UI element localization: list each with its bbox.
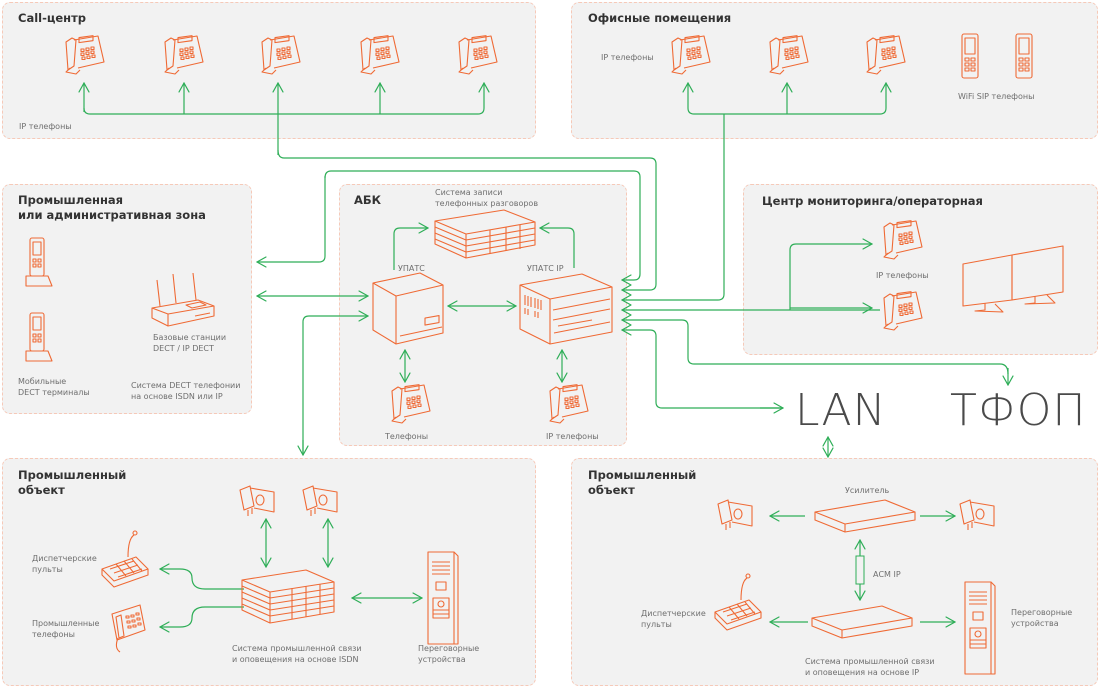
- label-dispatch-ip: Диспетчерские пульты: [641, 609, 706, 629]
- amplifier-icon: [814, 499, 916, 533]
- zone-title-industrial-ip: Промышленный объект: [588, 468, 697, 497]
- links-backbone: [257, 114, 1008, 457]
- links-offices: [688, 83, 886, 115]
- label-recording-system: Система записи телефонных разговоров: [435, 188, 539, 208]
- label-industrial-phones: Промышленные телефоны: [32, 619, 100, 639]
- industrial-phone-icon: [111, 604, 146, 653]
- zone-title-industrial-isdn: Промышленный объект: [18, 468, 127, 497]
- zone-industrial-admin: [2, 184, 252, 414]
- dect-terminal-icon: [25, 237, 53, 287]
- label-upats-ip: УПАТС IP: [527, 264, 564, 273]
- label-dispatch-isdn: Диспетчерские пульты: [32, 554, 97, 574]
- dispatch-console-icon: [101, 530, 149, 588]
- call-center-ip-phone-icon: [65, 35, 105, 75]
- label-call-center-phones: IP телефоны: [19, 122, 72, 131]
- links-abk: [257, 228, 575, 455]
- office-ip-phone-icon: [671, 35, 711, 75]
- loudspeaker-icon: [717, 499, 753, 531]
- zone-title-abk: АБК: [354, 193, 382, 207]
- label-intercom-isdn: Переговорные устройства: [418, 644, 480, 664]
- upats-ip-icon: [519, 273, 613, 345]
- loudspeaker-icon: [959, 499, 995, 531]
- dual-monitor-icon: [962, 245, 1064, 313]
- zone-call-center: [2, 2, 536, 139]
- label-monitoring-phones: IP телефоны: [876, 271, 929, 280]
- isdn-paging-system-icon: [241, 569, 335, 624]
- zone-offices: [571, 2, 1098, 139]
- links-industrial-ip: [770, 516, 955, 622]
- call-center-ip-phone-icon: [458, 35, 498, 75]
- zone-title-industrial-admin: Промышленная или административная зона: [18, 193, 206, 222]
- label-amplifier: Усилитель: [845, 486, 890, 495]
- intercom-device-icon: [427, 551, 459, 645]
- label-intercom-ip: Переговорные устройства: [1011, 608, 1073, 628]
- dispatch-console-icon: [714, 573, 762, 631]
- intercom-device-icon: [964, 581, 996, 675]
- label-acm-ip: АСМ IP: [873, 570, 901, 579]
- call-center-ip-phone-icon: [164, 35, 204, 75]
- wifi-sip-phone-icon: [1015, 33, 1033, 79]
- loudspeaker-icon: [302, 485, 338, 517]
- call-center-ip-phone-icon: [261, 35, 301, 75]
- zone-title-monitoring: Центр мониторинга/операторная: [762, 194, 983, 208]
- zone-industrial-isdn: [2, 458, 536, 686]
- loudspeaker-icon: [239, 485, 275, 517]
- ip-paging-system-icon: [811, 605, 913, 639]
- dect-base-station-icon: [151, 272, 215, 327]
- abk-ip-phone-icon: [549, 384, 589, 424]
- abk-phone-icon: [391, 384, 431, 424]
- label-base-stations: Базовые станции DECT / IP DECT: [153, 333, 227, 353]
- zone-industrial-ip: [571, 458, 1098, 686]
- upats-icon: [372, 272, 444, 345]
- zone-monitoring: [743, 184, 1098, 355]
- links-industrial-isdn: [160, 519, 422, 627]
- label-mobile-terminals: Мобильные DECT терминалы: [18, 377, 90, 397]
- label-abk-ip-phones: IP телефоны: [546, 432, 599, 441]
- label-wifi-phones: WiFi SIP телефоны: [958, 92, 1035, 101]
- acm-ip-module-icon: [855, 555, 865, 585]
- pstn-label: ТФОП: [950, 385, 1087, 436]
- recording-system-icon: [434, 209, 536, 259]
- links-call-center: [84, 83, 484, 155]
- call-center-ip-phone-icon: [360, 35, 400, 75]
- monitoring-ip-phone-icon: [883, 291, 923, 331]
- label-abk-phones: Телефоны: [385, 432, 429, 441]
- zone-title-offices: Офисные помещения: [588, 11, 732, 25]
- label-ip-system: Система промышленной связи и оповещения …: [805, 657, 935, 677]
- monitoring-ip-phone-icon: [883, 220, 923, 260]
- label-upats: УПАТС: [398, 264, 425, 273]
- label-office-phones: IP телефоны: [601, 53, 654, 62]
- zone-title-call-center: Call-центр: [18, 11, 87, 25]
- lan-label: LAN: [795, 385, 887, 436]
- wifi-sip-phone-icon: [961, 33, 979, 79]
- label-isdn-system: Система промышленной связи и оповещения …: [232, 644, 362, 664]
- dect-terminal-icon: [25, 312, 53, 362]
- office-ip-phone-icon: [769, 35, 809, 75]
- office-ip-phone-icon: [866, 35, 906, 75]
- label-dect-system: Система DECT телефонии на основе ISDN ил…: [131, 381, 241, 401]
